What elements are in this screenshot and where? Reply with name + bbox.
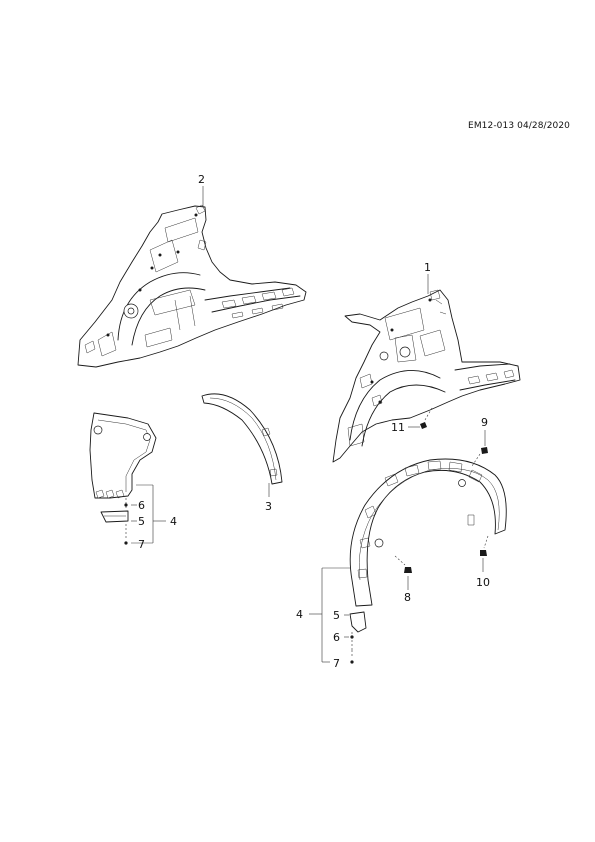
document-code: EM12-013 04/28/2020 xyxy=(468,121,570,131)
callout-9: 9 xyxy=(481,416,488,429)
callout-6-right: 6 xyxy=(333,631,340,644)
part-7-nut-right xyxy=(350,650,354,664)
part-4-wheelhouse-liner-right xyxy=(349,458,507,607)
part-7-nut-left xyxy=(124,524,128,545)
part-6-screw-left xyxy=(124,498,128,510)
callout-5-left: 5 xyxy=(138,515,145,528)
callout-11: 11 xyxy=(391,421,405,434)
part-8-clip xyxy=(394,555,412,573)
callout-7-right: 7 xyxy=(333,657,340,670)
bracket-left-4-group xyxy=(131,484,166,544)
part-5-mudflap-left xyxy=(100,510,129,523)
callout-2: 2 xyxy=(198,173,205,186)
part-2-wheelhouse-panel-left xyxy=(77,204,307,368)
part-9-clip xyxy=(471,447,488,467)
callout-3: 3 xyxy=(265,500,272,513)
callout-7-left: 7 xyxy=(138,538,145,551)
callout-10: 10 xyxy=(476,576,490,589)
bracket-right-4-group xyxy=(309,567,350,663)
part-1-wheelhouse-panel-right xyxy=(332,289,521,463)
callout-6-left: 6 xyxy=(138,499,145,512)
callout-5-right: 5 xyxy=(333,609,340,622)
part-10-clip xyxy=(480,535,489,556)
part-5-mudflap-right xyxy=(349,611,367,633)
part-3-wheelhouse-liner-strip xyxy=(201,393,283,485)
callout-4-right: 4 xyxy=(296,608,303,621)
part-6-screw-right xyxy=(350,632,354,650)
callout-4-left: 4 xyxy=(170,515,177,528)
callout-1: 1 xyxy=(424,261,431,274)
part-11-clip xyxy=(420,407,433,429)
part-4-wheelhouse-liner-left xyxy=(89,412,157,499)
callout-8: 8 xyxy=(404,591,411,604)
